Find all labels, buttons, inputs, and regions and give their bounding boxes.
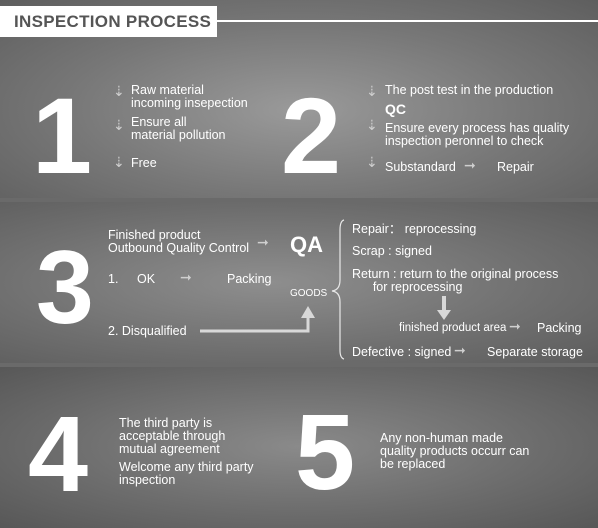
- qa-label: QA: [290, 232, 323, 257]
- down-arrow-icon: ⇣: [113, 117, 125, 133]
- divider: [0, 363, 598, 367]
- step-number-1: 1: [32, 75, 93, 196]
- packing-label: Packing: [227, 272, 272, 286]
- page-title: INSPECTION PROCESS: [14, 12, 212, 31]
- goods-label: GOODS: [290, 288, 328, 299]
- right-arrow-icon: ➞: [464, 157, 476, 173]
- down-arrow-icon: ⇣: [366, 117, 378, 133]
- finished-area-label: finished product area: [399, 322, 507, 334]
- defective-line: Defective : signed: [352, 345, 452, 359]
- scrap-line: Scrap : signed: [352, 244, 432, 258]
- right-arrow-icon: ➞: [509, 318, 521, 334]
- step1-item: Raw material incoming insepection: [131, 83, 248, 110]
- step2-line: Repair: [497, 160, 534, 174]
- down-arrow-icon: ⇣: [113, 154, 125, 170]
- step2-line: The post test in the production: [385, 83, 554, 97]
- finished-product-text: Finished product Outbound Quality Contro…: [108, 228, 250, 255]
- step-number-4: 4: [28, 393, 89, 514]
- title-rule: [217, 20, 598, 22]
- step-number-3: 3: [36, 230, 94, 346]
- step-3-panel: [0, 200, 598, 365]
- step-number-5: 5: [295, 391, 356, 512]
- title-bar: INSPECTION PROCESS: [0, 6, 217, 37]
- down-arrow-icon: ⇣: [366, 154, 378, 170]
- down-arrow-icon: ⇣: [113, 83, 125, 99]
- step-number-2: 2: [281, 75, 342, 196]
- repair-line: Repair： reprocessing: [352, 222, 477, 236]
- ok-label: OK: [137, 272, 156, 286]
- divider: [0, 198, 598, 202]
- qc-label: QC: [385, 101, 406, 117]
- right-arrow-icon: ➞: [257, 234, 269, 250]
- right-arrow-icon: ➞: [180, 269, 192, 285]
- step5-line: Any non-human made quality products occu…: [380, 431, 530, 471]
- step4-line: The third party is acceptable through mu…: [119, 416, 226, 456]
- step2-line: Substandard: [385, 160, 456, 174]
- right-arrow-icon: ➞: [454, 342, 466, 358]
- ok-number: 1.: [108, 272, 119, 286]
- step-4-5-panel: [0, 365, 598, 528]
- step1-item: Free: [131, 156, 157, 170]
- step2-line: Ensure every process has quality inspect…: [385, 121, 570, 148]
- return-line: Return : return to the original process …: [352, 267, 559, 294]
- step1-item: Ensure all material pollution: [131, 115, 226, 142]
- disqualified-label: 2. Disqualified: [108, 324, 187, 338]
- packing2-label: Packing: [537, 321, 582, 335]
- down-arrow-icon: ⇣: [366, 83, 378, 99]
- storage-label: Separate storage: [487, 345, 583, 359]
- step4-line: Welcome any third party inspection: [119, 460, 254, 487]
